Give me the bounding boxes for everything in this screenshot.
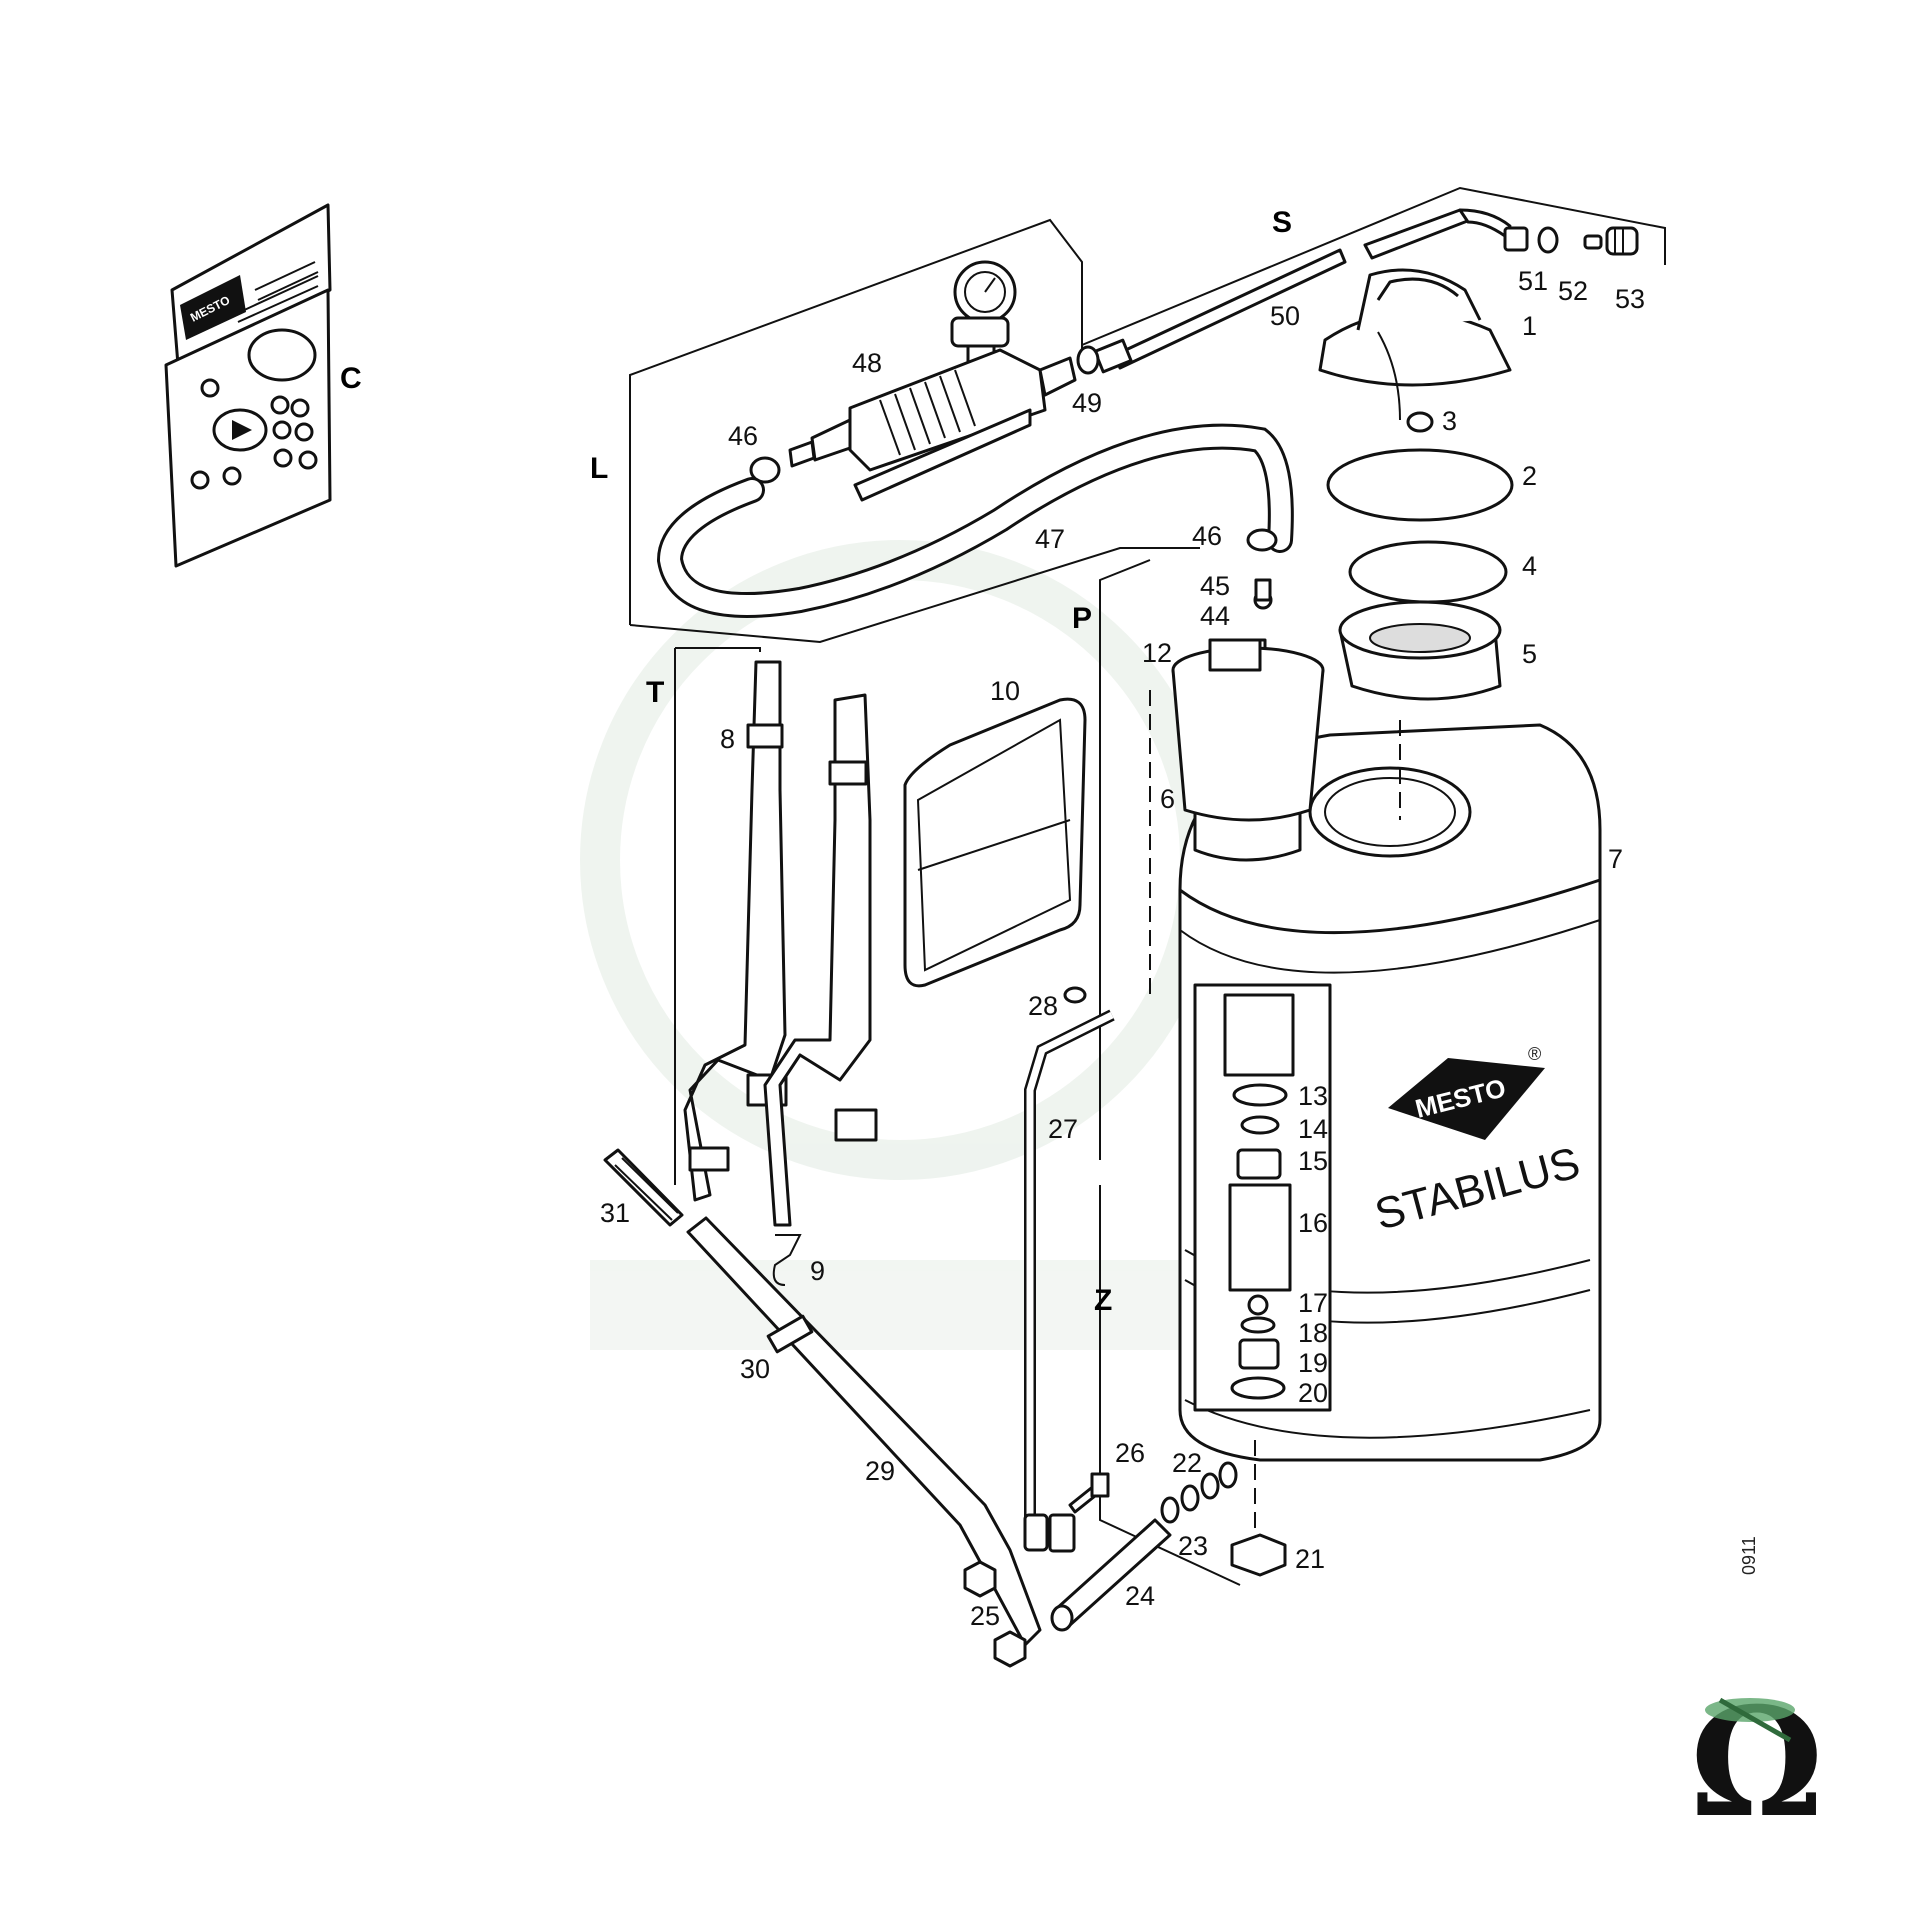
spray-hose [656,423,1294,618]
label-9: 9 [810,1256,825,1286]
label-10: 10 [990,676,1020,706]
axle-24 [1050,1518,1172,1632]
label-18: 18 [1298,1318,1328,1348]
label-25: 25 [970,1601,1000,1631]
watermark-background [580,540,1220,1350]
tank-logo: MESTO ® [1388,1044,1545,1140]
pump-cutaway [1193,983,1332,1412]
registered-mark: ® [1528,1044,1541,1064]
label-31: 31 [600,1198,630,1228]
label-49: 49 [1072,388,1102,418]
label-5: 5 [1522,639,1537,669]
label-1: 1 [1522,311,1537,341]
label-20: 20 [1298,1378,1328,1408]
tank-lid [1318,268,1512,387]
label-22: 22 [1172,1448,1202,1478]
label-30: 30 [740,1354,770,1384]
lid-cord [1377,331,1401,421]
grip-30 [766,1314,814,1354]
group-label-c: C [340,362,362,395]
nuts-25 [963,1560,1027,1668]
label-46-upper: 46 [728,421,758,451]
label-27: 27 [1048,1114,1078,1144]
group-label-p: P [1072,602,1092,635]
label-15: 15 [1298,1146,1328,1176]
ring-4 [1348,540,1508,604]
label-4: 4 [1522,551,1537,581]
vent-valve-3 [1406,411,1434,433]
label-50: 50 [1270,301,1300,331]
washer-49 [1076,345,1100,375]
shutoff-valve-handle [788,260,1077,502]
label-26: 26 [1115,1438,1145,1468]
label-46-lower: 46 [1192,521,1222,551]
strap-hook-9 [772,1234,802,1286]
pump-rod-27 [1023,986,1115,1552]
tank-filler-neck [1308,766,1472,858]
label-45: 45 [1200,571,1230,601]
pump-lever-29 [603,1148,1076,1647]
label-19: 19 [1298,1348,1328,1378]
pin-28 [1063,986,1087,1004]
bolt-26 [1068,1472,1110,1514]
label-14: 14 [1298,1114,1328,1144]
nozzle-parts [1503,226,1639,256]
group-label-l: L [590,452,608,485]
kit-oring-large [247,328,317,382]
kit-card-logo [180,275,246,340]
label-8: 8 [720,724,735,754]
group-frames [629,186,1666,1586]
group-label-t: T [646,676,664,709]
nut-21 [1230,1533,1287,1577]
drawing-code: 0911 [1739,1536,1759,1575]
label-12: 12 [1142,638,1172,668]
spray-lance [1076,208,1512,375]
label-53: 53 [1615,284,1645,314]
back-pad-10 [903,697,1087,988]
label-52: 52 [1558,276,1588,306]
label-7: 7 [1608,844,1623,874]
label-51: 51 [1518,266,1548,296]
assembly-centerlines [1149,690,1401,1535]
label-2: 2 [1522,461,1537,491]
pump-assembly [1171,638,1325,862]
label-17: 17 [1298,1288,1328,1318]
repair-kit-card: MESTO [164,203,332,568]
group-label-z: Z [1094,1284,1112,1317]
gasket-2 [1326,448,1514,522]
washers-22-23 [1160,1461,1238,1524]
label-24: 24 [1125,1581,1155,1611]
label-23: 23 [1178,1531,1208,1561]
label-47: 47 [1035,524,1065,554]
label-6: 6 [1160,784,1175,814]
label-48: 48 [852,348,882,378]
omega-logo: Ω [1690,1675,1824,1851]
label-29: 29 [865,1456,895,1486]
carrying-straps [683,660,878,1286]
pump-top-bracket [1208,638,1262,672]
strainer-5 [1338,600,1502,701]
nozzle-insert-52 [1583,234,1603,250]
hose-clamp-46-upper [749,456,781,484]
label-44: 44 [1200,601,1230,631]
part-labels: 1 2 3 4 5 6 7 8 9 10 12 13 14 15 16 17 1… [600,266,1645,1631]
label-28: 28 [1028,991,1058,1021]
group-label-s: S [1272,206,1292,239]
label-16: 16 [1298,1208,1328,1238]
label-13: 13 [1298,1081,1328,1111]
label-3: 3 [1442,406,1457,436]
washer-51 [1537,226,1559,254]
label-21: 21 [1295,1544,1325,1574]
cylinder-parts [1246,528,1278,610]
